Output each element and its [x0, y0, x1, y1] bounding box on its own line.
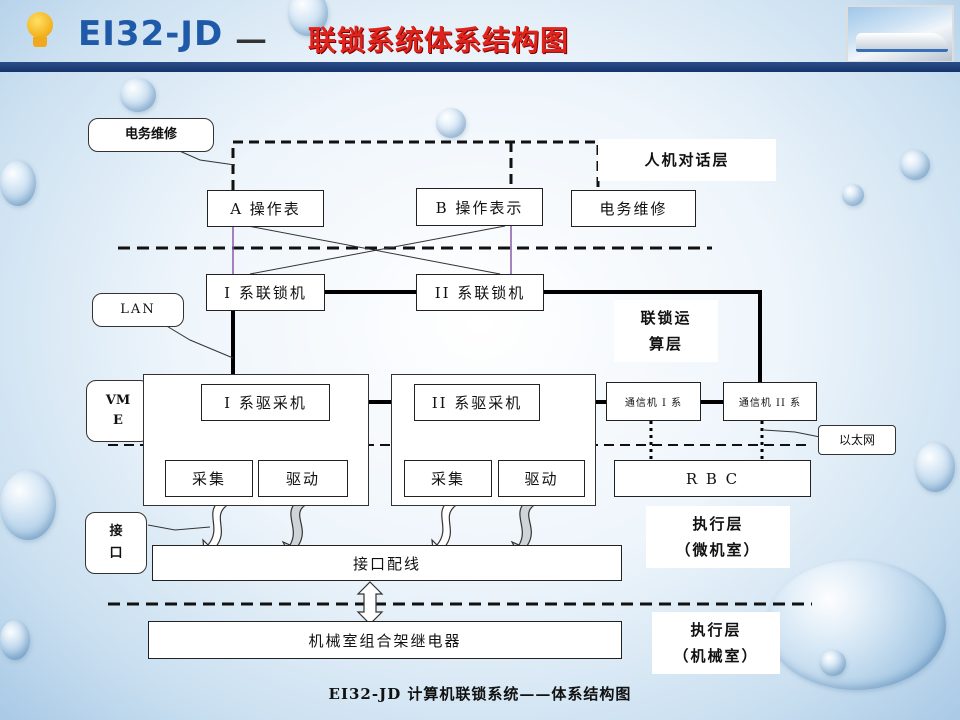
collect-module-1: 采集: [165, 460, 253, 497]
interlock-computer-1: I 系联锁机: [206, 274, 325, 311]
vme-callout: VM E: [86, 380, 150, 442]
header-bar: [0, 62, 960, 72]
maintenance-callout: 电务维修: [88, 118, 214, 152]
layer-hmi: 人机对话层: [598, 139, 776, 181]
lightbulb-icon: [27, 12, 53, 38]
interface-callout: 接 口: [85, 512, 147, 574]
water-drop: [915, 442, 955, 492]
interface-wiring: 接口配线: [152, 545, 622, 581]
brand-title: EI32-JD: [78, 14, 224, 54]
layer-interlock-line-2: 算层: [648, 335, 683, 353]
water-drop: [0, 620, 30, 660]
vme-line-2: E: [113, 413, 123, 428]
operator-console-a: A 操作表: [207, 190, 324, 227]
layer-exec-micro-line-2: （微机室）: [675, 541, 761, 559]
water-drop: [820, 650, 846, 676]
water-drop: [0, 160, 36, 206]
lan-callout: LAN: [92, 293, 184, 327]
water-drop: [842, 184, 864, 206]
water-drop: [900, 150, 930, 180]
maintenance-station: 电务维修: [571, 190, 696, 227]
ethernet-callout: 以太网: [818, 425, 896, 455]
lightbulb-base: [33, 37, 47, 47]
collect-module-2: 采集: [404, 460, 492, 497]
train-photo: [846, 5, 954, 63]
page-title: 联锁系统体系结构图: [308, 24, 570, 57]
interface-line-1: 接: [109, 524, 123, 539]
water-drop: [288, 0, 328, 36]
vme-line-1: VM: [105, 393, 131, 408]
layer-exec-micro: 执行层 （微机室）: [646, 506, 790, 568]
relay-rack: 机械室组合架继电器: [148, 621, 622, 659]
rbc-box: R B C: [614, 460, 811, 497]
layer-exec-mech: 执行层 （机械室）: [652, 612, 780, 674]
operator-display-b: B 操作表示: [416, 188, 543, 226]
water-drop: [436, 108, 466, 138]
figure-caption: EI32-JD 计算机联锁系统——体系结构图: [328, 685, 632, 703]
comm-computer-2: 通信机 II 系: [723, 382, 817, 421]
interlock-computer-2: II 系联锁机: [416, 274, 544, 311]
drive-module-2: 驱动: [498, 460, 585, 497]
io-computer-2: II 系驱采机: [414, 384, 540, 421]
layer-interlock-line-1: 联锁运: [640, 309, 692, 327]
drive-module-1: 驱动: [258, 460, 348, 497]
io-computer-1: I 系驱采机: [201, 384, 330, 421]
layer-exec-mech-line-2: （机械室）: [673, 647, 759, 665]
water-drop: [766, 560, 946, 690]
interface-line-2: 口: [109, 546, 123, 561]
layer-exec-micro-line-1: 执行层: [692, 515, 744, 533]
title-separator: 一: [236, 26, 266, 61]
comm-computer-1: 通信机 I 系: [606, 382, 701, 421]
layer-exec-mech-line-1: 执行层: [690, 621, 742, 639]
water-drop: [120, 78, 156, 112]
water-drop: [0, 470, 56, 540]
layer-interlock: 联锁运 算层: [614, 300, 718, 362]
